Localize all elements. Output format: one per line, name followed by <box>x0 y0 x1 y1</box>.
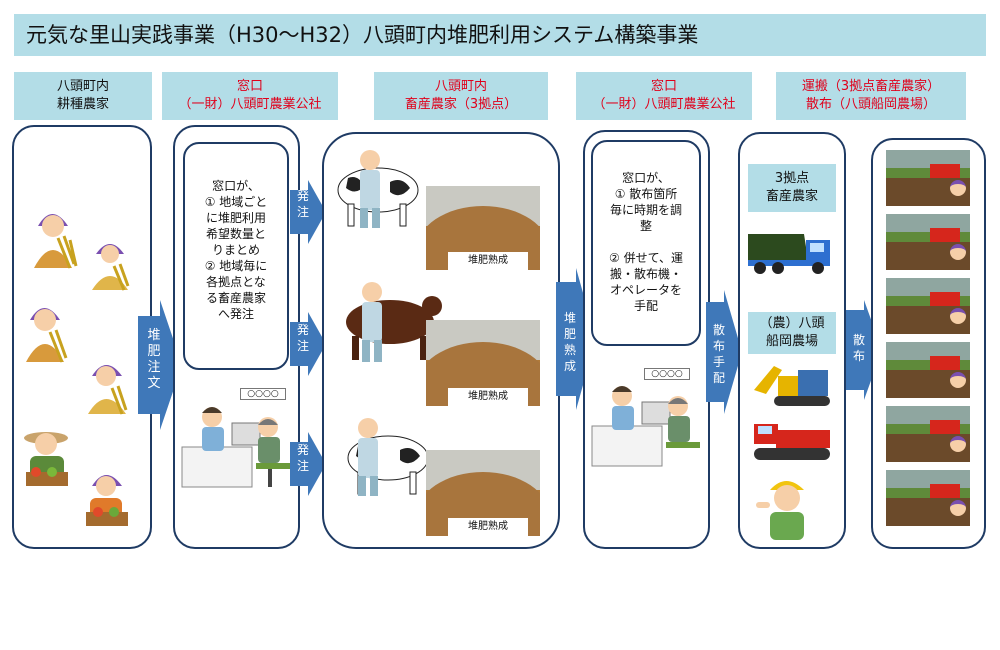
badge-line: 3拠点 <box>774 171 810 186</box>
farmer-icon <box>24 432 68 486</box>
compost-pile-label: 堆肥熟成 <box>448 388 528 406</box>
order-arrow-label: 発注 <box>296 323 309 353</box>
window-note-text: 窓口が、 ① 地域ごとに堆肥利用希望数量とりまとめ ② 地域毎に各拠点となる畜産農家… <box>188 178 284 322</box>
window-note-line: 窓口が、 <box>212 179 260 193</box>
compost-pile-photo <box>426 450 540 536</box>
farmer-icon <box>34 214 78 269</box>
compost-order-arrow <box>138 300 182 430</box>
window-note-line: ① 散布箇所 <box>614 187 678 201</box>
crop-farmers-illustration <box>24 214 130 526</box>
header-livestock-farmers: 八頭町内 畜産農家（3拠点） <box>374 72 548 120</box>
window-note-line: 毎に時期を調 <box>609 203 682 217</box>
spread-arrange-arrow <box>706 290 742 414</box>
operator-icon <box>756 481 804 540</box>
compost-order-label: 堆肥注文 <box>147 328 161 391</box>
window-note-line: る畜産農家 <box>205 291 266 305</box>
header-line: 窓口 <box>236 79 263 94</box>
header-window-office: 窓口 （一財）八頭町農業公社 <box>162 72 338 120</box>
window-note-line: オペレータを <box>609 283 682 297</box>
window-note-line: ② 併せて、運 <box>609 251 683 265</box>
window-note-line: 各拠点とな <box>206 275 266 289</box>
header-line: 八頭町内 <box>56 79 109 94</box>
compost-pile-label: 堆肥熟成 <box>448 518 528 536</box>
header-line: （一財）八頭町農業公社 <box>592 97 736 112</box>
farmer-icon <box>26 308 68 363</box>
header-line: 散布（八頭船岡農場） <box>805 97 936 112</box>
farmer-icon <box>88 365 128 415</box>
badge-line: （農）八頭 <box>759 316 825 331</box>
compost-matured-label: 堆肥熟成 <box>563 311 576 373</box>
badge-line: 畜産農家 <box>765 189 818 204</box>
spread-label: 散布 <box>852 333 865 363</box>
order-arrow-1 <box>290 180 326 244</box>
window-note-line: ① 地域ごと <box>204 195 268 209</box>
window-note-line: に堆肥利用 <box>205 211 266 225</box>
page-title: 元気な里山実践事業（H30〜H32）八頭町内堆肥利用システム構築事業 <box>14 14 986 56</box>
office-sign: ○○○○ <box>240 388 286 400</box>
funaoka-farm-badge: （農）八頭 船岡農場 <box>748 312 836 354</box>
spread-arrange-label: 散布手配 <box>712 323 725 385</box>
header-crop-farmers: 八頭町内 耕種農家 <box>14 72 152 120</box>
livestock-farmer-badge: 3拠点 畜産農家 <box>748 164 836 212</box>
window-note-box <box>183 142 289 370</box>
window-note-line: 整 <box>639 219 652 233</box>
cow-farmer-illustration <box>337 150 419 228</box>
window-note-line: 手配 <box>633 299 658 313</box>
order-arrow-3 <box>290 432 326 496</box>
office-staff-illustration <box>591 386 700 467</box>
header-transport-spreading: 運搬（3拠点畜産農家） 散布（八頭船岡農場） <box>776 72 966 120</box>
spreading-photo <box>886 278 970 334</box>
badge-line: 船岡農場 <box>765 334 818 349</box>
spreading-photo <box>886 150 970 206</box>
window-note-line: 窓口が、 <box>622 171 670 185</box>
spreading-photo <box>886 214 970 270</box>
window-note-line: 搬・散布機・ <box>609 267 682 281</box>
dump-truck-icon <box>748 234 830 274</box>
header-line: 運搬（3拠点畜産農家） <box>801 79 941 94</box>
cow-farmer-illustration <box>347 418 429 496</box>
window-note-line: りまとめ <box>211 243 260 257</box>
order-arrow-label: 発注 <box>296 443 309 473</box>
header-line: 畜産農家（3拠点） <box>404 97 518 112</box>
cow-farmer-illustration <box>346 282 442 362</box>
header-line: 八頭町内 <box>434 79 487 94</box>
header-window-office-2: 窓口 （一財）八頭町農業公社 <box>576 72 752 120</box>
window-note-line: ② 地域毎に <box>204 259 268 273</box>
loader-machine-icon <box>754 366 830 406</box>
office-sign: ○○○○ <box>644 368 690 380</box>
window-note-text-2: 窓口が、 ① 散布箇所毎に時期を調整 ② 併せて、運搬・散布機・オペレータを手配 <box>595 170 697 314</box>
farmer-icon <box>86 475 128 526</box>
order-arrow-label: 発注 <box>296 189 309 219</box>
window-note-line: へ発注 <box>217 307 254 321</box>
spreading-photo <box>886 406 970 462</box>
window-note-line <box>595 234 697 250</box>
spreading-photo <box>886 342 970 398</box>
office-staff-illustration <box>181 407 290 488</box>
order-arrow-2 <box>290 312 326 376</box>
window-note-box-2 <box>591 140 701 346</box>
window-note-line: 希望数量と <box>205 227 266 241</box>
header-line: 耕種農家 <box>56 97 109 112</box>
header-line: （一財）八頭町農業公社 <box>178 97 322 112</box>
spreading-photos-column <box>886 150 970 540</box>
header-line: 窓口 <box>650 79 677 94</box>
spreader-machine-icon <box>754 424 830 460</box>
farmer-icon <box>92 244 130 291</box>
spreading-photo <box>886 470 970 526</box>
compost-pile-label: 堆肥熟成 <box>448 252 528 270</box>
